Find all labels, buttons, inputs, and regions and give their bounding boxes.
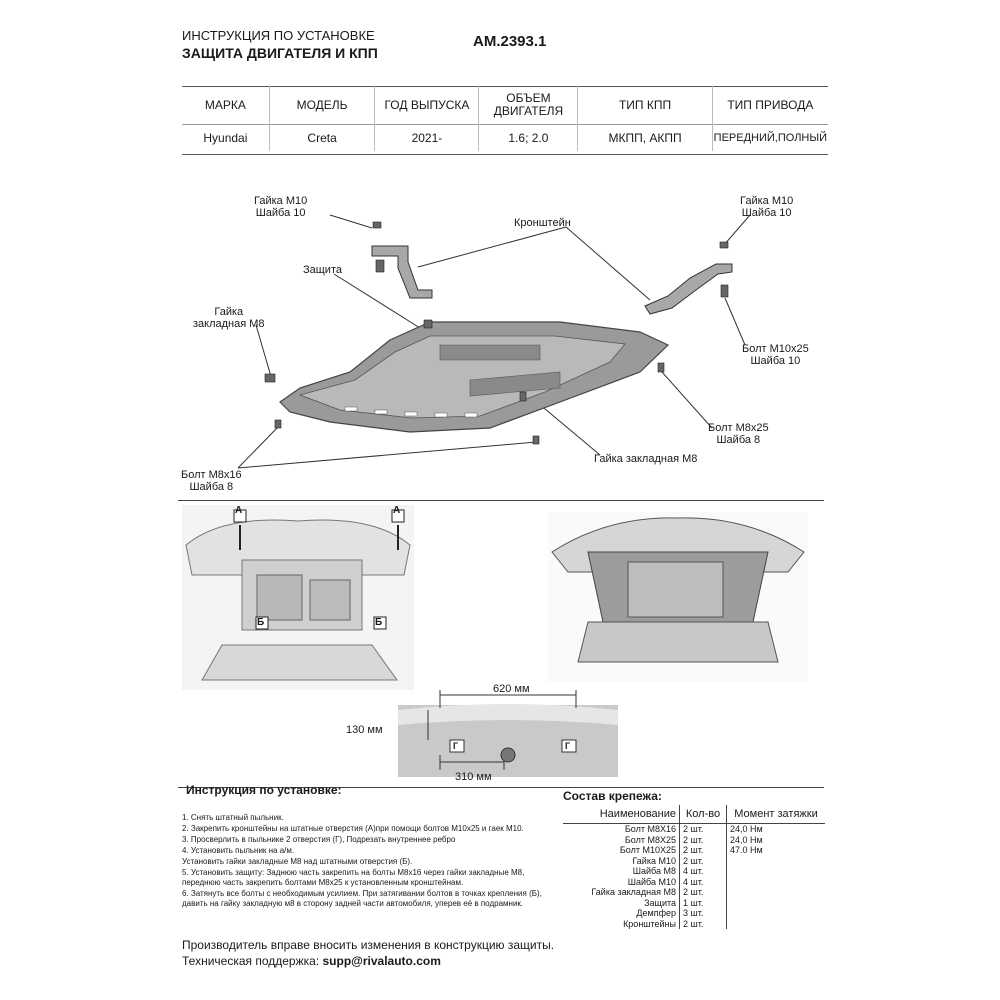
footer-support: Техническая поддержка: supp@rivalauto.co… — [182, 954, 441, 968]
instruction-step: 5. Установить защиту: Заднюю часть закре… — [182, 868, 525, 887]
marker-g-right: Г — [565, 741, 571, 751]
instruction-step: 2. Закрепить кронштейны на штатные отвер… — [182, 824, 524, 833]
spec-gearbox: МКПП, АКПП — [577, 124, 713, 151]
section-divider-bottom — [178, 787, 824, 788]
marker-b-left: Б — [257, 617, 265, 628]
instruction-step: 1. Снять штатный пыльник. — [182, 813, 284, 822]
instruction-step: 4. Установить пыльник на а/м. — [182, 846, 295, 855]
article-code: AM.2393.1 — [473, 33, 547, 50]
instructions-title: Инструкция по установке: — [186, 783, 342, 797]
callout-cage-nut-bottom: Гайка закладная М8 — [594, 453, 698, 465]
footer-disclaimer: Производитель вправе вносить изменения в… — [182, 938, 555, 952]
dimension-drawing — [398, 690, 618, 777]
spec-engine: 1.6; 2.0 — [478, 124, 578, 151]
callout-nut-m10-right: Гайка М10 Шайба 10 — [740, 195, 794, 219]
callout-bolt-m8x16: Болт М8х16 Шайба 8 — [181, 469, 242, 493]
spec-drive: ПЕРЕДНИЙ,ПОЛНЫЙ — [711, 124, 828, 151]
fasteners-header-row: Наименование Кол-во Момент затяжки — [563, 805, 825, 824]
spec-header-drive: ТИП ПРИВОДА — [711, 86, 828, 125]
instructions-list: 1. Снять штатный пыльник. 2. Закрепить к… — [182, 813, 562, 910]
spec-value-row: Hyundai Creta 2021- 1.6; 2.0 МКПП, АКПП … — [182, 124, 828, 151]
underside-photo-left — [182, 505, 414, 690]
callout-nut-m10-left: Гайка М10 Шайба 10 — [254, 195, 308, 219]
callout-bracket: Кронштейн — [514, 217, 571, 229]
section-divider-top — [178, 500, 824, 501]
fasteners-table: Наименование Кол-во Момент затяжки Болт … — [563, 805, 825, 929]
support-email-link[interactable]: supp@rivalauto.com — [322, 954, 441, 968]
instruction-step: 3. Просверлить в пыльнике 2 отверстия (Г… — [182, 835, 456, 844]
spec-header-year: ГОД ВЫПУСКА — [374, 86, 479, 125]
bracket-left-shape — [371, 245, 433, 299]
spec-header-make: МАРКА — [204, 97, 246, 112]
spec-header-engine: ОБЪЕМ ДВИГАТЕЛЯ — [478, 86, 578, 125]
exploded-view-diagram — [237, 214, 751, 469]
marker-a-right: А — [393, 505, 401, 516]
callout-guard: Защита — [303, 264, 342, 276]
bracket-right-shape — [644, 263, 733, 315]
fasteners-header-torque: Момент затяжки — [726, 805, 825, 824]
callout-cage-nut-left: Гайка закладная М8 — [193, 306, 265, 330]
spec-make: Hyundai — [182, 124, 270, 151]
marker-a-left: А — [235, 505, 243, 516]
spec-model: Creta — [268, 124, 375, 151]
dimension-310: 310 мм — [455, 771, 492, 783]
underside-photo-right — [548, 512, 808, 682]
spec-header-row: МАРКА МОДЕЛЬ ГОД ВЫПУСКА ОБЪЕМ ДВИГАТЕЛЯ… — [182, 86, 828, 125]
fasteners-header-name: Наименование — [563, 805, 680, 824]
dimension-130: 130 мм — [346, 724, 383, 736]
spec-year: 2021- — [374, 124, 479, 151]
spec-header-model: МОДЕЛЬ — [268, 86, 375, 125]
instruction-step: 6. Затянуть все болты с необходимым усил… — [182, 889, 542, 908]
marker-b-right: Б — [375, 617, 383, 628]
doc-title-line2: ЗАЩИТА ДВИГАТЕЛЯ И КПП — [182, 45, 378, 61]
fasteners-header-qty: Кол-во — [679, 805, 727, 824]
marker-g-left: Г — [453, 741, 459, 751]
instruction-step: Установить гайки закладные М8 над штатны… — [182, 857, 413, 866]
spec-header-gearbox: ТИП КПП — [577, 86, 713, 125]
support-label: Техническая поддержка: — [182, 954, 320, 968]
spec-table-bottom-rule — [182, 154, 828, 155]
vehicle-spec-table: МАРКА МОДЕЛЬ ГОД ВЫПУСКА ОБЪЕМ ДВИГАТЕЛЯ… — [182, 86, 828, 151]
callout-bolt-m8x25: Болт М8х25 Шайба 8 — [708, 422, 769, 446]
doc-title-line1: ИНСТРУКЦИЯ ПО УСТАНОВКЕ — [182, 28, 375, 43]
dimension-620: 620 мм — [493, 683, 530, 695]
callout-bolt-m10x25: Болт М10х25 Шайба 10 — [742, 343, 809, 367]
fasteners-title: Состав крепежа: — [563, 789, 662, 803]
skid-plate-shape — [279, 321, 670, 433]
